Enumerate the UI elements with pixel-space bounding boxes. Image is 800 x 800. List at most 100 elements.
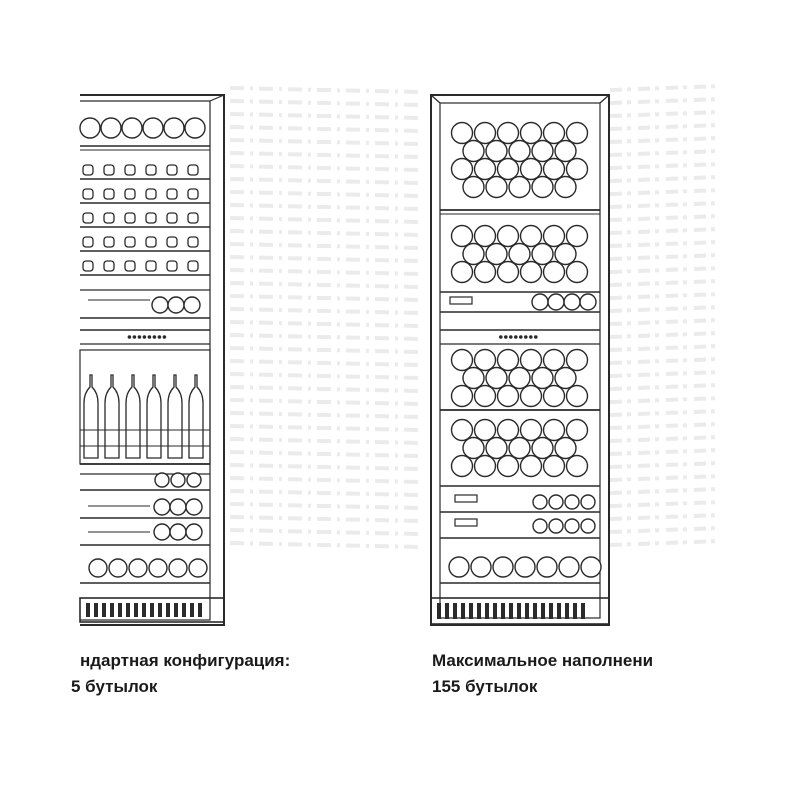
watermark-stroke bbox=[229, 385, 421, 393]
bottle-base bbox=[462, 436, 485, 460]
caption-maximum-title: Максимальное наполнени bbox=[432, 651, 654, 670]
watermark-texture bbox=[229, 84, 721, 549]
bottle-base bbox=[473, 384, 497, 408]
bottle-base bbox=[169, 498, 187, 516]
watermark-stroke bbox=[609, 383, 721, 391]
bottle-base bbox=[508, 139, 531, 163]
bottle-neck bbox=[187, 260, 199, 272]
control-button bbox=[504, 335, 508, 339]
grille-slot bbox=[565, 603, 569, 619]
bottle-base bbox=[542, 384, 566, 408]
bottle-base bbox=[531, 139, 554, 163]
grille-slot bbox=[118, 603, 122, 617]
bottle-base bbox=[485, 175, 508, 199]
bottle-base bbox=[163, 117, 185, 139]
bottle-base bbox=[565, 418, 589, 442]
bottle-base bbox=[450, 418, 474, 442]
bottle-base bbox=[485, 242, 508, 266]
bottle-base bbox=[462, 366, 485, 390]
grille-slot bbox=[517, 603, 521, 619]
control-button bbox=[529, 335, 533, 339]
watermark-stroke bbox=[229, 502, 421, 510]
bottle-base bbox=[558, 556, 580, 578]
bottle-base bbox=[554, 175, 577, 199]
watermark-stroke bbox=[229, 320, 421, 328]
control-button bbox=[157, 335, 162, 339]
bottle-neck bbox=[166, 188, 178, 200]
grille-slot bbox=[501, 603, 505, 619]
bottle-base bbox=[564, 518, 580, 534]
bottle-neck bbox=[187, 212, 199, 224]
bottle-base bbox=[536, 556, 558, 578]
control-button bbox=[519, 335, 523, 339]
bottle-neck bbox=[166, 260, 178, 272]
control-button bbox=[509, 335, 513, 339]
watermark-stroke bbox=[609, 110, 721, 118]
caption-standard-configuration: ндартная конфигурация: 5 бутылок bbox=[71, 648, 380, 700]
bottle-base bbox=[565, 260, 589, 284]
watermark-stroke bbox=[229, 229, 421, 237]
bottle-base bbox=[519, 384, 543, 408]
bottle-base bbox=[496, 121, 520, 145]
watermark-stroke bbox=[229, 476, 421, 484]
bottle-neck bbox=[187, 236, 199, 248]
watermark-stroke bbox=[229, 203, 421, 211]
bottle-neck bbox=[187, 164, 199, 176]
bottle-neck bbox=[454, 494, 478, 503]
caption-standard-bottle-count: 5 бутылок bbox=[71, 677, 158, 696]
watermark-stroke bbox=[609, 435, 721, 443]
bottle-neck bbox=[103, 260, 115, 272]
control-button bbox=[127, 335, 132, 339]
watermark-stroke bbox=[609, 487, 721, 495]
bottle-base bbox=[508, 436, 531, 460]
bottle-base bbox=[492, 556, 514, 578]
watermark-stroke bbox=[609, 149, 721, 157]
bottle-base bbox=[579, 293, 597, 311]
grille-slot bbox=[142, 603, 146, 617]
watermark-stroke bbox=[609, 396, 721, 404]
grille-slot bbox=[126, 603, 130, 617]
bottle-base bbox=[531, 293, 549, 311]
bottle-neck bbox=[145, 260, 157, 272]
watermark-stroke bbox=[229, 281, 421, 289]
control-button bbox=[514, 335, 518, 339]
bottle-neck bbox=[103, 236, 115, 248]
watermark-stroke bbox=[229, 86, 421, 94]
bottle-base bbox=[128, 558, 148, 578]
bottle-base bbox=[580, 494, 596, 510]
watermark-stroke bbox=[609, 201, 721, 209]
bottle-base bbox=[473, 454, 497, 478]
grille-slot bbox=[573, 603, 577, 619]
watermark-stroke bbox=[609, 214, 721, 222]
watermark-stroke bbox=[609, 97, 721, 105]
bottle-base bbox=[100, 117, 122, 139]
bottle-base bbox=[580, 518, 596, 534]
watermark-stroke bbox=[609, 461, 721, 469]
bottle-base bbox=[531, 175, 554, 199]
bottle-base bbox=[508, 366, 531, 390]
cabinet-standard-configuration bbox=[79, 94, 225, 626]
watermark-stroke bbox=[609, 240, 721, 248]
watermark-stroke bbox=[609, 500, 721, 508]
cabinet-frame bbox=[430, 94, 610, 626]
bottle-neck bbox=[166, 212, 178, 224]
bottle-base bbox=[519, 260, 543, 284]
bottle-base bbox=[532, 518, 548, 534]
bottle-base bbox=[531, 436, 554, 460]
bottle-neck bbox=[124, 188, 136, 200]
bottle-base bbox=[554, 436, 577, 460]
watermark-stroke bbox=[229, 164, 421, 172]
watermark-stroke bbox=[229, 307, 421, 315]
grille-slot bbox=[158, 603, 162, 617]
grille-slot bbox=[581, 603, 585, 619]
bottle-base bbox=[532, 494, 548, 510]
bottle-neck bbox=[82, 260, 94, 272]
bottle-neck bbox=[145, 188, 157, 200]
bottle-base bbox=[148, 558, 168, 578]
bottle-base bbox=[450, 121, 474, 145]
watermark-stroke bbox=[229, 242, 421, 250]
bottle-base bbox=[167, 296, 185, 314]
bottle-neck bbox=[124, 260, 136, 272]
grille-slot bbox=[86, 603, 90, 617]
